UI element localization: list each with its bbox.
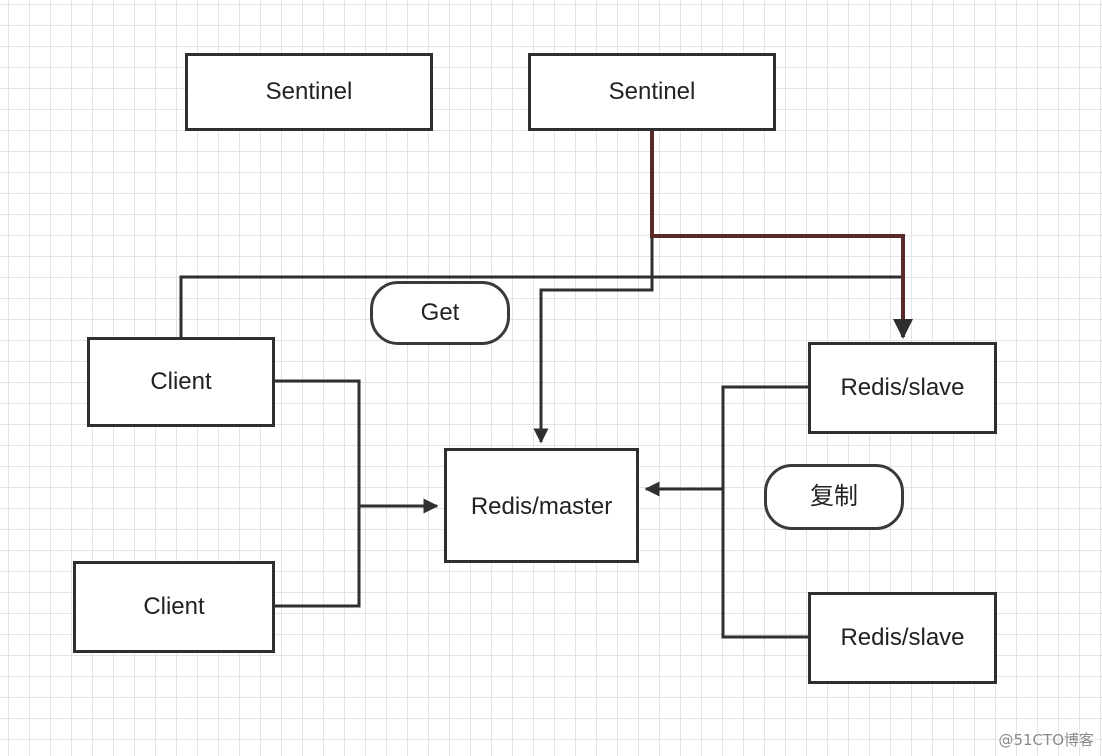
- client-top-node: Client: [87, 337, 275, 427]
- client-bottom-connector: [274, 506, 361, 608]
- redis-master-node: Redis/master: [444, 448, 639, 563]
- get-label-pill: Get: [370, 281, 510, 345]
- replication-label: 复制: [810, 483, 858, 510]
- client-bottom-node: Client: [73, 561, 275, 653]
- client-top-connector: [274, 379, 361, 506]
- sentinel-right-label: Sentinel: [608, 78, 696, 105]
- get-label: Get: [420, 299, 460, 326]
- replication-label-pill: 复制: [764, 464, 904, 530]
- sentinel-to-slave-line: [650, 130, 913, 339]
- redis-slave-top-node: Redis/slave: [808, 342, 997, 434]
- redis-slave-bottom-node: Redis/slave: [808, 592, 997, 684]
- redis-slave-top-label: Redis/slave: [840, 374, 965, 401]
- redis-slave-bottom-label: Redis/slave: [840, 624, 965, 651]
- slave-bottom-connector: [721, 489, 808, 639]
- client-bottom-label: Client: [143, 593, 205, 620]
- client-to-bus-line: [179, 275, 903, 337]
- sentinel-right-node: Sentinel: [528, 53, 776, 131]
- watermark: @51CTO博客: [998, 731, 1094, 749]
- slave-top-connector: [721, 385, 808, 489]
- sentinel-left-label: Sentinel: [265, 78, 353, 105]
- redis-master-label: Redis/master: [470, 492, 613, 520]
- sentinel-to-master-line: [533, 130, 654, 444]
- client-top-label: Client: [150, 368, 212, 395]
- sentinel-left-node: Sentinel: [185, 53, 433, 131]
